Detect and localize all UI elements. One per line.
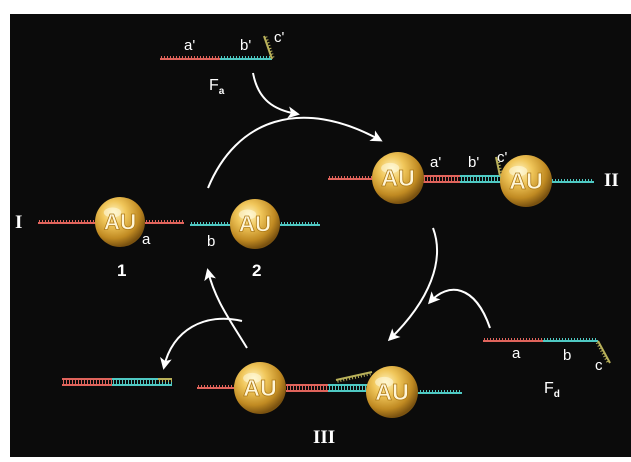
au-particle-1: AU [95,197,145,247]
duplex-iii-b [328,384,368,392]
strands-layer [38,35,611,394]
arrow-ii-to-iii [387,227,438,342]
strand-iii-c-kink [335,371,373,383]
particle-label: AU [509,168,543,194]
strand-iii-left [197,385,236,389]
strand-ii-right [548,179,594,183]
au-particle-ii-left: AU [372,152,424,204]
duplex-ii-b [460,175,503,183]
label-c-prime-fa: c' [274,29,285,46]
label-b-prime-fa: b' [240,37,252,54]
strand-ii-left [328,176,375,180]
strand-fd-b [543,338,598,342]
label-c-fd: c [595,357,603,374]
duplex-ii-a [423,175,460,183]
species-number-2: 2 [252,261,262,280]
particle-label: AU [375,379,409,405]
particles-layer: AU AU AU AU AU AU [95,152,552,418]
particle-label: AU [104,210,137,235]
label-c-prime-ii: c' [497,149,508,166]
strand-fa-label: Fa [209,77,225,98]
label-b-species-2: b [207,233,216,250]
duplex-waste-c [158,378,172,386]
strand-1-left [38,220,98,224]
strand-fd-a [483,338,543,342]
arrow-fa-into-cycle [252,72,300,119]
strand-fa-c-prime [263,35,275,60]
species-label-i: I [15,212,23,233]
particle-label: AU [381,165,415,191]
arrow-fd-into-cycle [427,288,491,329]
arrow-iii-to-2 [204,268,248,349]
arrows-layer [160,72,491,370]
strand-fa-a-prime [160,56,220,60]
strand-fa-b-prime [220,56,272,60]
au-particle-iii-right: AU [366,366,418,418]
particle-label: AU [243,375,277,401]
arrow-waste-release [160,317,243,370]
duplex-waste-a [62,378,112,386]
strand-2-b [190,222,232,226]
strand-2-right [280,222,320,226]
label-b-fd: b [563,347,572,364]
arrow-to-species-ii [207,116,383,189]
particle-label: AU [239,212,272,237]
species-label-iii: III [313,427,336,448]
label-a-prime-ii: a' [430,154,442,171]
label-a-species-1: a [142,231,151,248]
species-number-1: 1 [117,261,127,280]
duplex-waste-b [112,378,158,386]
label-a-fd: a [512,345,521,362]
strand-iii-right [416,390,462,394]
label-b-prime-ii: b' [468,154,480,171]
au-particle-ii-right: AU [500,155,552,207]
strand-1-a [145,220,184,224]
au-particle-iii-left: AU [234,362,286,414]
strand-fd-c [595,340,611,364]
label-a-prime-fa: a' [184,37,196,54]
duplex-iii-a [286,384,328,392]
au-particle-2: AU [230,199,280,249]
species-label-ii: II [604,170,619,191]
strand-fd-label: Fd [544,380,560,401]
